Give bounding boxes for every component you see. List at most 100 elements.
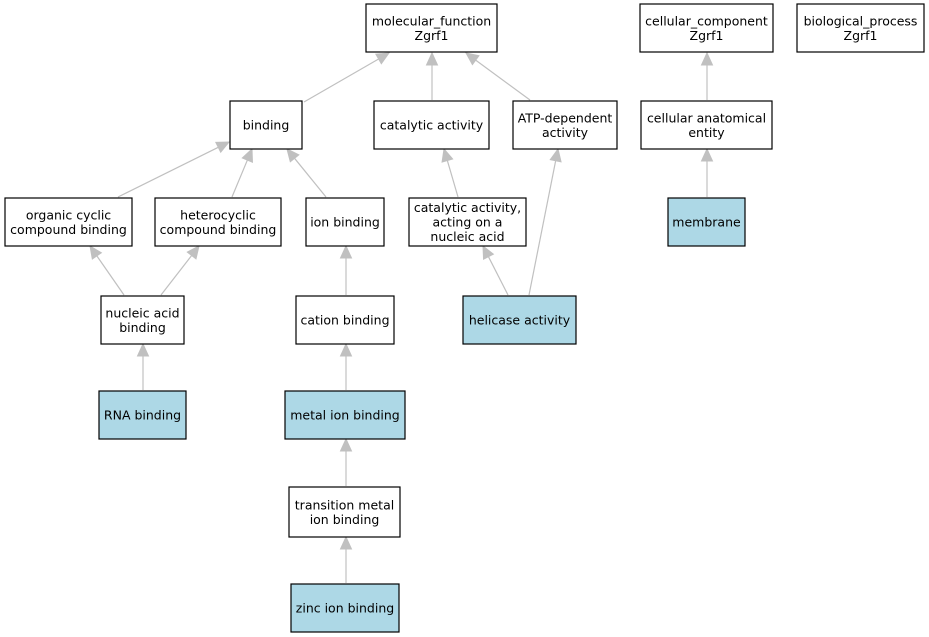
node-label-line: ATP-dependent bbox=[518, 110, 613, 125]
node-box bbox=[154, 197, 282, 247]
arrowhead-icon bbox=[89, 245, 103, 260]
node-label-line: ion binding bbox=[310, 512, 380, 527]
node-box bbox=[98, 390, 187, 440]
arrowhead-icon bbox=[339, 535, 353, 550]
node-label-line: ion binding bbox=[310, 215, 380, 230]
node-label-line: compound binding bbox=[160, 222, 277, 237]
edge-line bbox=[117, 146, 219, 198]
arrowhead-icon bbox=[339, 437, 353, 452]
edge-line bbox=[160, 255, 193, 296]
node-label-line: cellular_component bbox=[645, 13, 768, 28]
edge-membrane-to-cae bbox=[700, 147, 714, 197]
node-label-line: membrane bbox=[672, 215, 741, 230]
node-label-line: molecular_function bbox=[372, 13, 491, 28]
node-box bbox=[639, 3, 774, 53]
edge-helicase-to-catna bbox=[482, 244, 509, 296]
node-label-line: organic cyclic bbox=[26, 207, 111, 222]
edge-zincb-to-tmib bbox=[339, 535, 353, 583]
node-label-line: metal ion binding bbox=[290, 408, 400, 423]
edge-line bbox=[528, 160, 557, 296]
edge-helicase-to-atp bbox=[528, 147, 562, 296]
node-box bbox=[290, 583, 400, 633]
edge-line bbox=[294, 157, 327, 198]
node-box bbox=[462, 295, 577, 345]
arrowhead-icon bbox=[482, 244, 495, 260]
node-box bbox=[640, 100, 773, 150]
node-label-line: binding bbox=[243, 118, 290, 133]
node-label-line: biological_process bbox=[804, 13, 918, 28]
edge-tmib-to-metalb bbox=[339, 437, 353, 486]
go-term-node-catalytic[interactable]: catalytic activity bbox=[373, 100, 490, 150]
edge-catalytic-to-mf bbox=[425, 51, 439, 100]
go-term-node-metalb[interactable]: metal ion binding bbox=[284, 390, 406, 440]
node-label-line: RNA binding bbox=[104, 408, 181, 423]
arrowhead-icon bbox=[339, 244, 353, 259]
edge-nab-to-ocb bbox=[89, 245, 125, 296]
node-label-line: zinc ion binding bbox=[296, 601, 394, 616]
edge-nab-to-hcb bbox=[160, 245, 200, 296]
arrowhead-icon bbox=[215, 141, 231, 154]
go-term-node-ionb[interactable]: ion binding bbox=[305, 197, 385, 247]
arrowhead-icon bbox=[441, 147, 454, 163]
arrowhead-icon bbox=[700, 147, 714, 162]
node-label-line: acting on a bbox=[433, 215, 503, 230]
node-label-line: nucleic acid bbox=[430, 229, 504, 244]
node-label-line: Zgrf1 bbox=[844, 28, 878, 43]
edge-hcb-to-binding bbox=[231, 147, 253, 198]
node-box bbox=[100, 295, 185, 345]
node-label-line: catalytic activity bbox=[380, 118, 484, 133]
go-term-node-cationb[interactable]: cation binding bbox=[295, 295, 395, 345]
go-term-node-helicase[interactable]: helicase activity bbox=[462, 295, 577, 345]
node-box bbox=[295, 295, 395, 345]
go-term-node-rnab[interactable]: RNA binding bbox=[98, 390, 187, 440]
node-box bbox=[667, 197, 746, 247]
edge-line bbox=[446, 160, 459, 198]
arrowhead-icon bbox=[425, 51, 439, 66]
edge-ocb-to-binding bbox=[117, 141, 231, 198]
arrowhead-icon bbox=[286, 148, 300, 163]
node-label-line: nucleic acid bbox=[105, 305, 179, 320]
edge-catna-to-catalytic bbox=[441, 147, 459, 198]
arrowhead-icon bbox=[186, 245, 200, 260]
node-box bbox=[4, 197, 133, 247]
go-term-node-binding[interactable]: binding bbox=[229, 100, 303, 150]
go-term-node-zincb[interactable]: zinc ion binding bbox=[290, 583, 400, 633]
node-box bbox=[305, 197, 385, 247]
go-term-node-membrane[interactable]: membrane bbox=[667, 197, 746, 247]
node-label-line: Zgrf1 bbox=[690, 28, 724, 43]
edge-line bbox=[231, 159, 248, 198]
node-label-line: cation binding bbox=[300, 313, 389, 328]
arrowhead-icon bbox=[549, 147, 562, 163]
node-label-line: activity bbox=[542, 125, 589, 140]
node-box bbox=[284, 390, 406, 440]
arrowhead-icon bbox=[241, 147, 253, 163]
edge-cae-to-cc bbox=[700, 51, 714, 100]
edge-ionb-to-binding bbox=[286, 148, 327, 198]
node-label-line: heterocyclic bbox=[180, 207, 256, 222]
node-label-line: transition metal bbox=[295, 497, 394, 512]
edge-line bbox=[475, 59, 531, 101]
edge-line bbox=[487, 256, 509, 296]
edge-metalb-to-cationb bbox=[339, 342, 353, 390]
arrowhead-icon bbox=[700, 51, 714, 66]
edge-cationb-to-ionb bbox=[339, 244, 353, 295]
node-label-line: binding bbox=[119, 320, 166, 335]
edge-line bbox=[303, 58, 379, 103]
edges-layer bbox=[89, 51, 714, 583]
node-label-line: cellular anatomical bbox=[647, 110, 766, 125]
edge-line bbox=[96, 255, 125, 296]
node-box bbox=[288, 486, 401, 538]
edge-binding-to-mf bbox=[303, 52, 391, 103]
node-box bbox=[512, 100, 618, 150]
